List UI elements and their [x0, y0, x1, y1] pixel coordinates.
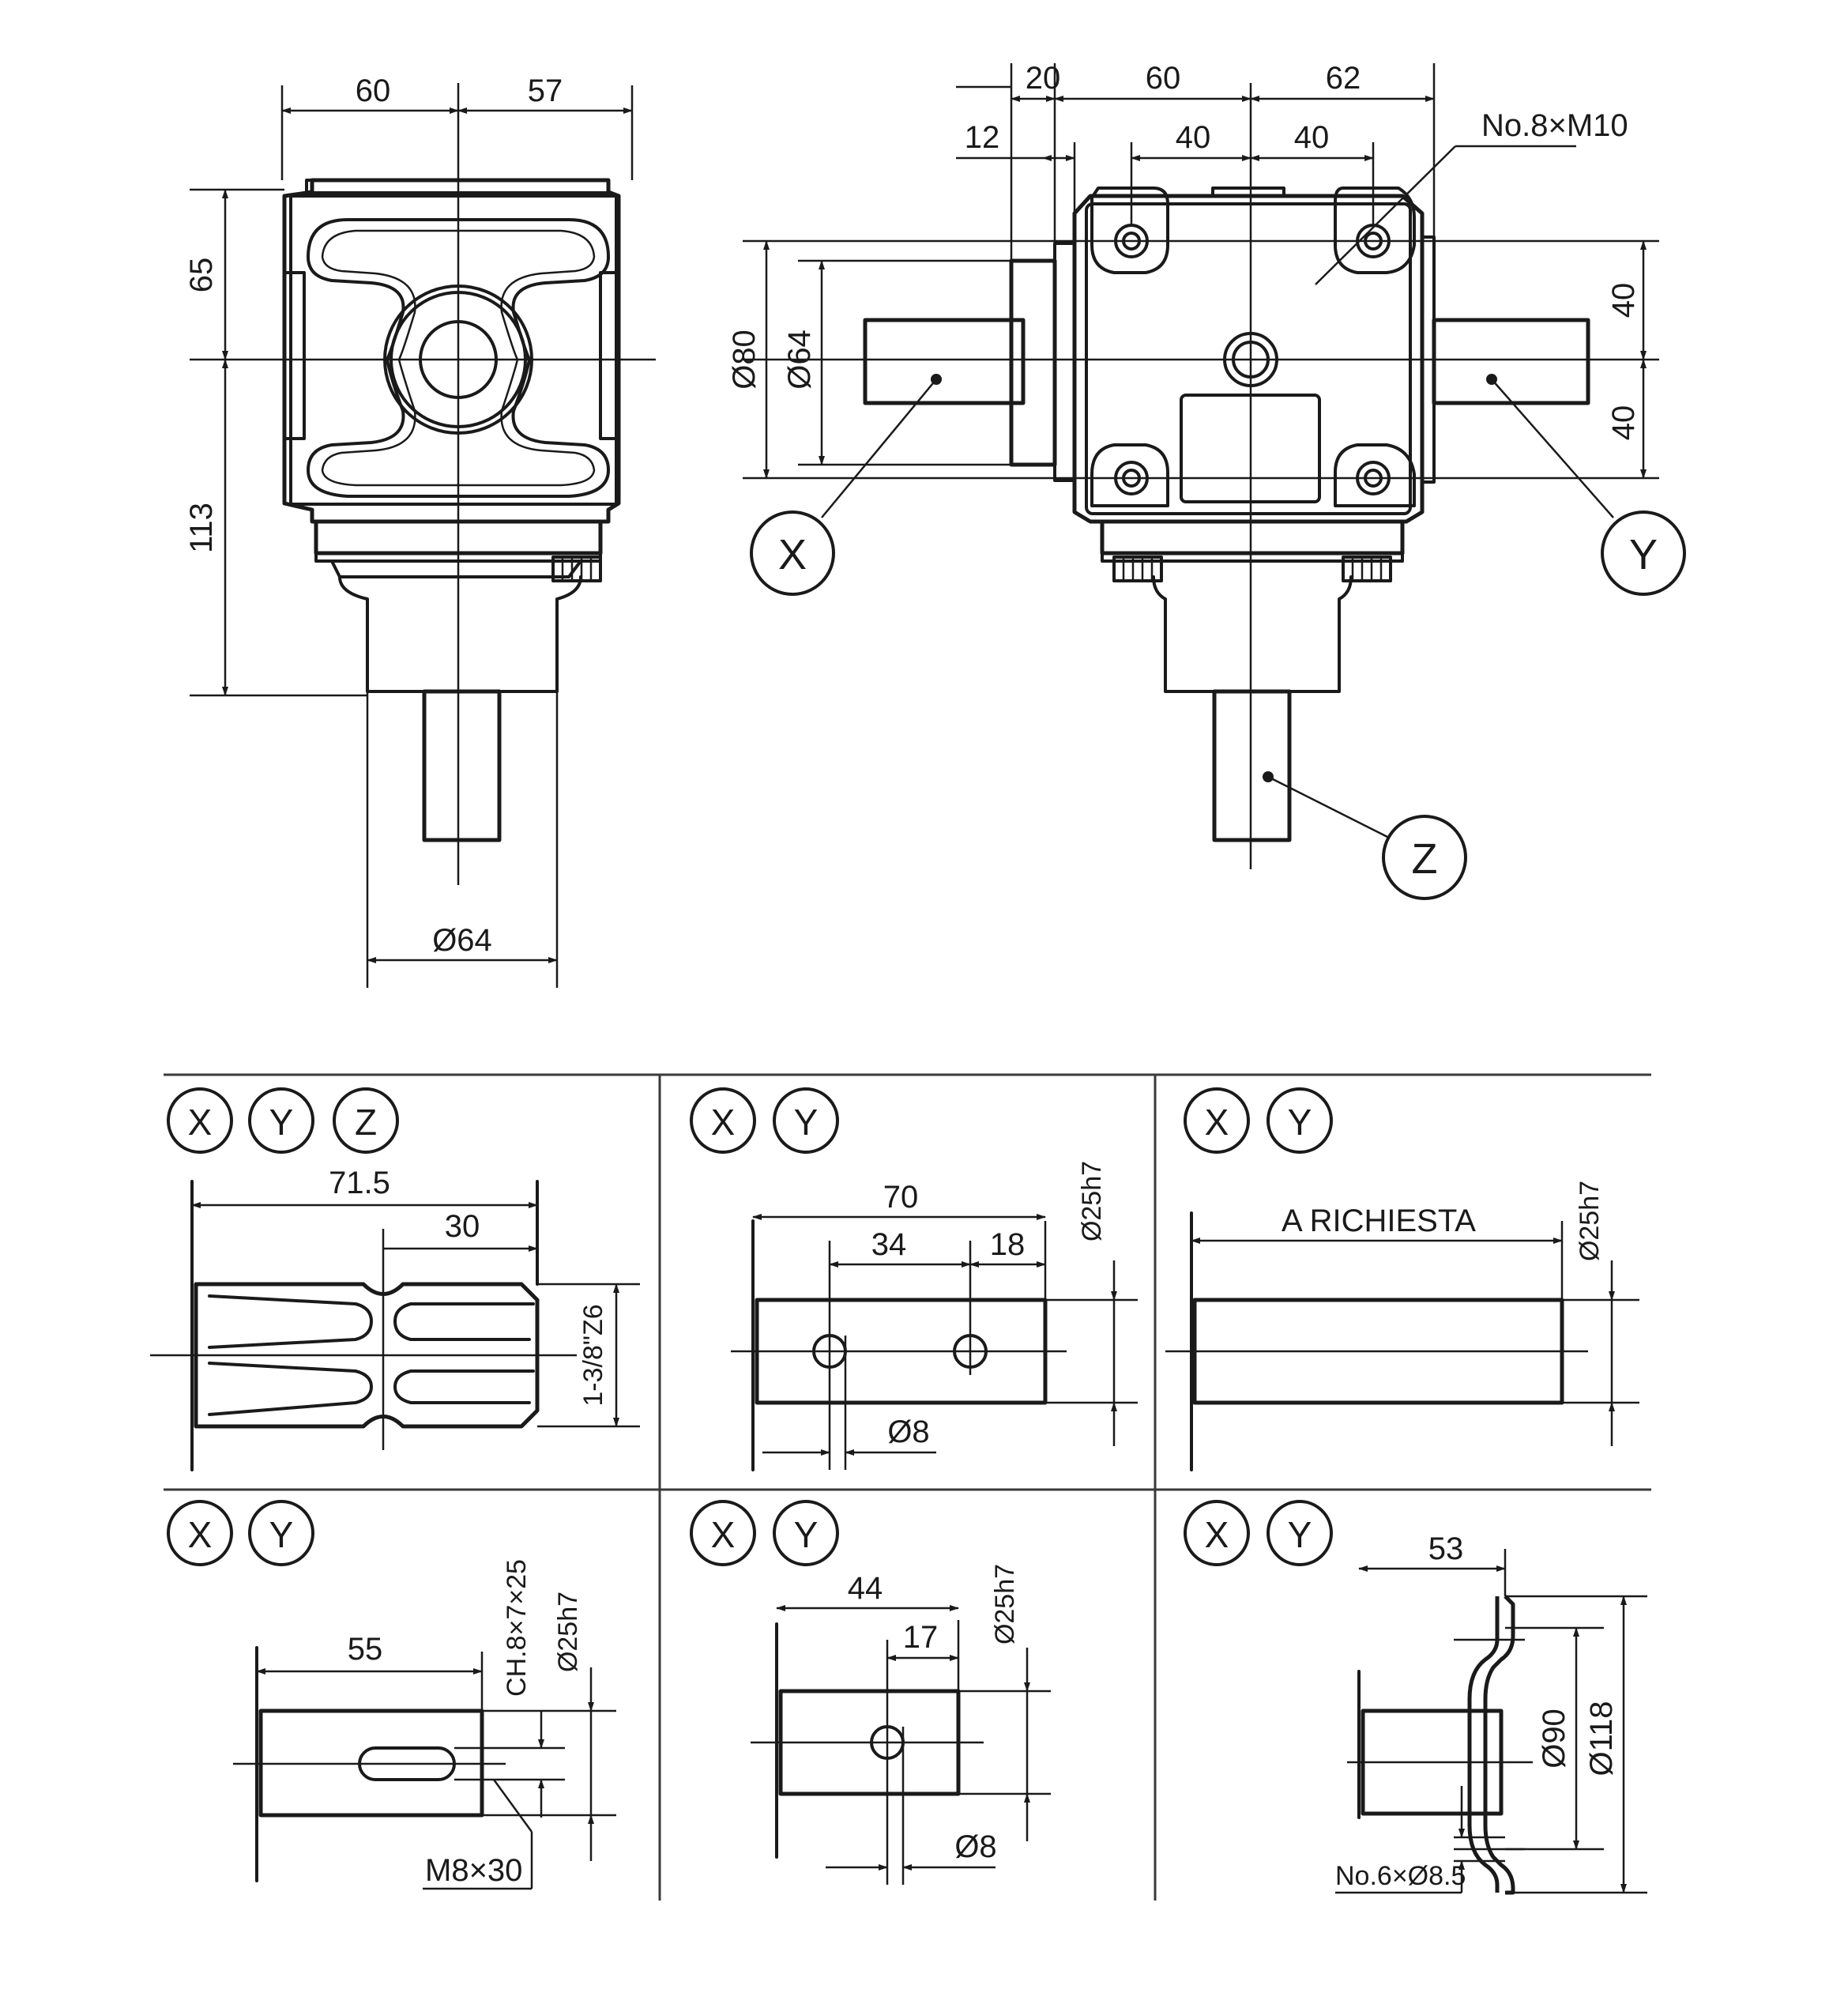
tag-x: X	[1205, 1514, 1229, 1555]
dim-flange-dia90: Ø90	[1537, 1708, 1571, 1769]
tag-x: X	[188, 1514, 213, 1555]
dim-two-holes-dia: Ø25h7	[1077, 1161, 1107, 1241]
dim-side-12: 12	[965, 120, 1000, 155]
dim-side-62: 62	[1326, 61, 1361, 96]
detail-grid-lines	[164, 1073, 1651, 1901]
side-view	[743, 63, 1686, 900]
dim-flange-dia118: Ø118	[1584, 1701, 1619, 1776]
tag-x: X	[711, 1102, 736, 1143]
dim-spline-spec: 1-3/8"Z6	[578, 1304, 608, 1406]
dim-two-holes-70: 70	[883, 1180, 919, 1215]
tag-y: Y	[269, 1514, 294, 1555]
detail-on-request	[1165, 1087, 1639, 1471]
dim-front-65: 65	[184, 258, 219, 293]
dim-one-hole-44: 44	[848, 1571, 883, 1606]
dim-one-hole-hole: Ø8	[954, 1829, 996, 1864]
dim-side-60: 60	[1146, 61, 1181, 96]
dim-front-57: 57	[528, 73, 563, 108]
dim-two-holes-hole: Ø8	[887, 1415, 929, 1449]
tag-y: Y	[1288, 1514, 1312, 1555]
tag-x: X	[188, 1102, 213, 1143]
tag-y: Y	[794, 1514, 819, 1555]
tag-z: Z	[355, 1102, 377, 1143]
length-on-request: A RICHIESTA	[1282, 1204, 1476, 1238]
dim-side-40-left: 40	[1176, 120, 1211, 155]
dim-keyed-thread: M8×30	[425, 1853, 522, 1888]
dim-splined-30: 30	[445, 1209, 480, 1244]
dim-front-dia64: Ø64	[432, 923, 492, 958]
dim-front-113: 113	[184, 503, 219, 553]
dim-side-dia64: Ø64	[782, 330, 817, 390]
dim-splined-71-5: 71.5	[329, 1166, 390, 1200]
dim-one-hole-17: 17	[903, 1620, 939, 1655]
dim-keyed-dia: Ø25h7	[553, 1592, 583, 1672]
dim-side-20: 20	[1026, 61, 1061, 96]
detail-two-holes	[690, 1087, 1138, 1471]
dim-front-60: 60	[356, 73, 391, 108]
dim-side-40-upper: 40	[1606, 283, 1641, 318]
dim-flange-53: 53	[1428, 1531, 1464, 1566]
dim-side-40-lower: 40	[1606, 405, 1641, 441]
detail-splined-shaft	[150, 1087, 640, 1471]
front-view	[190, 83, 656, 988]
label-y: Y	[1629, 531, 1658, 578]
dim-one-hole-dia: Ø25h7	[990, 1564, 1020, 1644]
dim-two-holes-34: 34	[871, 1227, 907, 1262]
bolt-note-flange: No.6×Ø8.5	[1335, 1861, 1466, 1891]
tag-y: Y	[1288, 1102, 1312, 1143]
dim-keyed-55: 55	[348, 1632, 383, 1667]
label-x: X	[778, 531, 807, 578]
dim-key-spec: CH.8×7×25	[502, 1559, 532, 1697]
detail-one-hole	[690, 1500, 1051, 1885]
dim-side-dia80: Ø80	[727, 330, 762, 390]
bolt-note-m10: No.8×M10	[1481, 108, 1628, 143]
tag-x: X	[1205, 1102, 1229, 1143]
dim-two-holes-18: 18	[990, 1227, 1026, 1262]
detail-keyed-shaft	[167, 1500, 616, 1890]
detail-flange	[1184, 1500, 1647, 1895]
tag-y: Y	[269, 1102, 294, 1143]
tag-y: Y	[794, 1102, 819, 1143]
dim-side-40-right: 40	[1294, 120, 1330, 155]
label-z: Z	[1412, 835, 1438, 883]
tag-x: X	[711, 1514, 736, 1555]
dim-on-request-dia: Ø25h7	[1575, 1181, 1605, 1261]
